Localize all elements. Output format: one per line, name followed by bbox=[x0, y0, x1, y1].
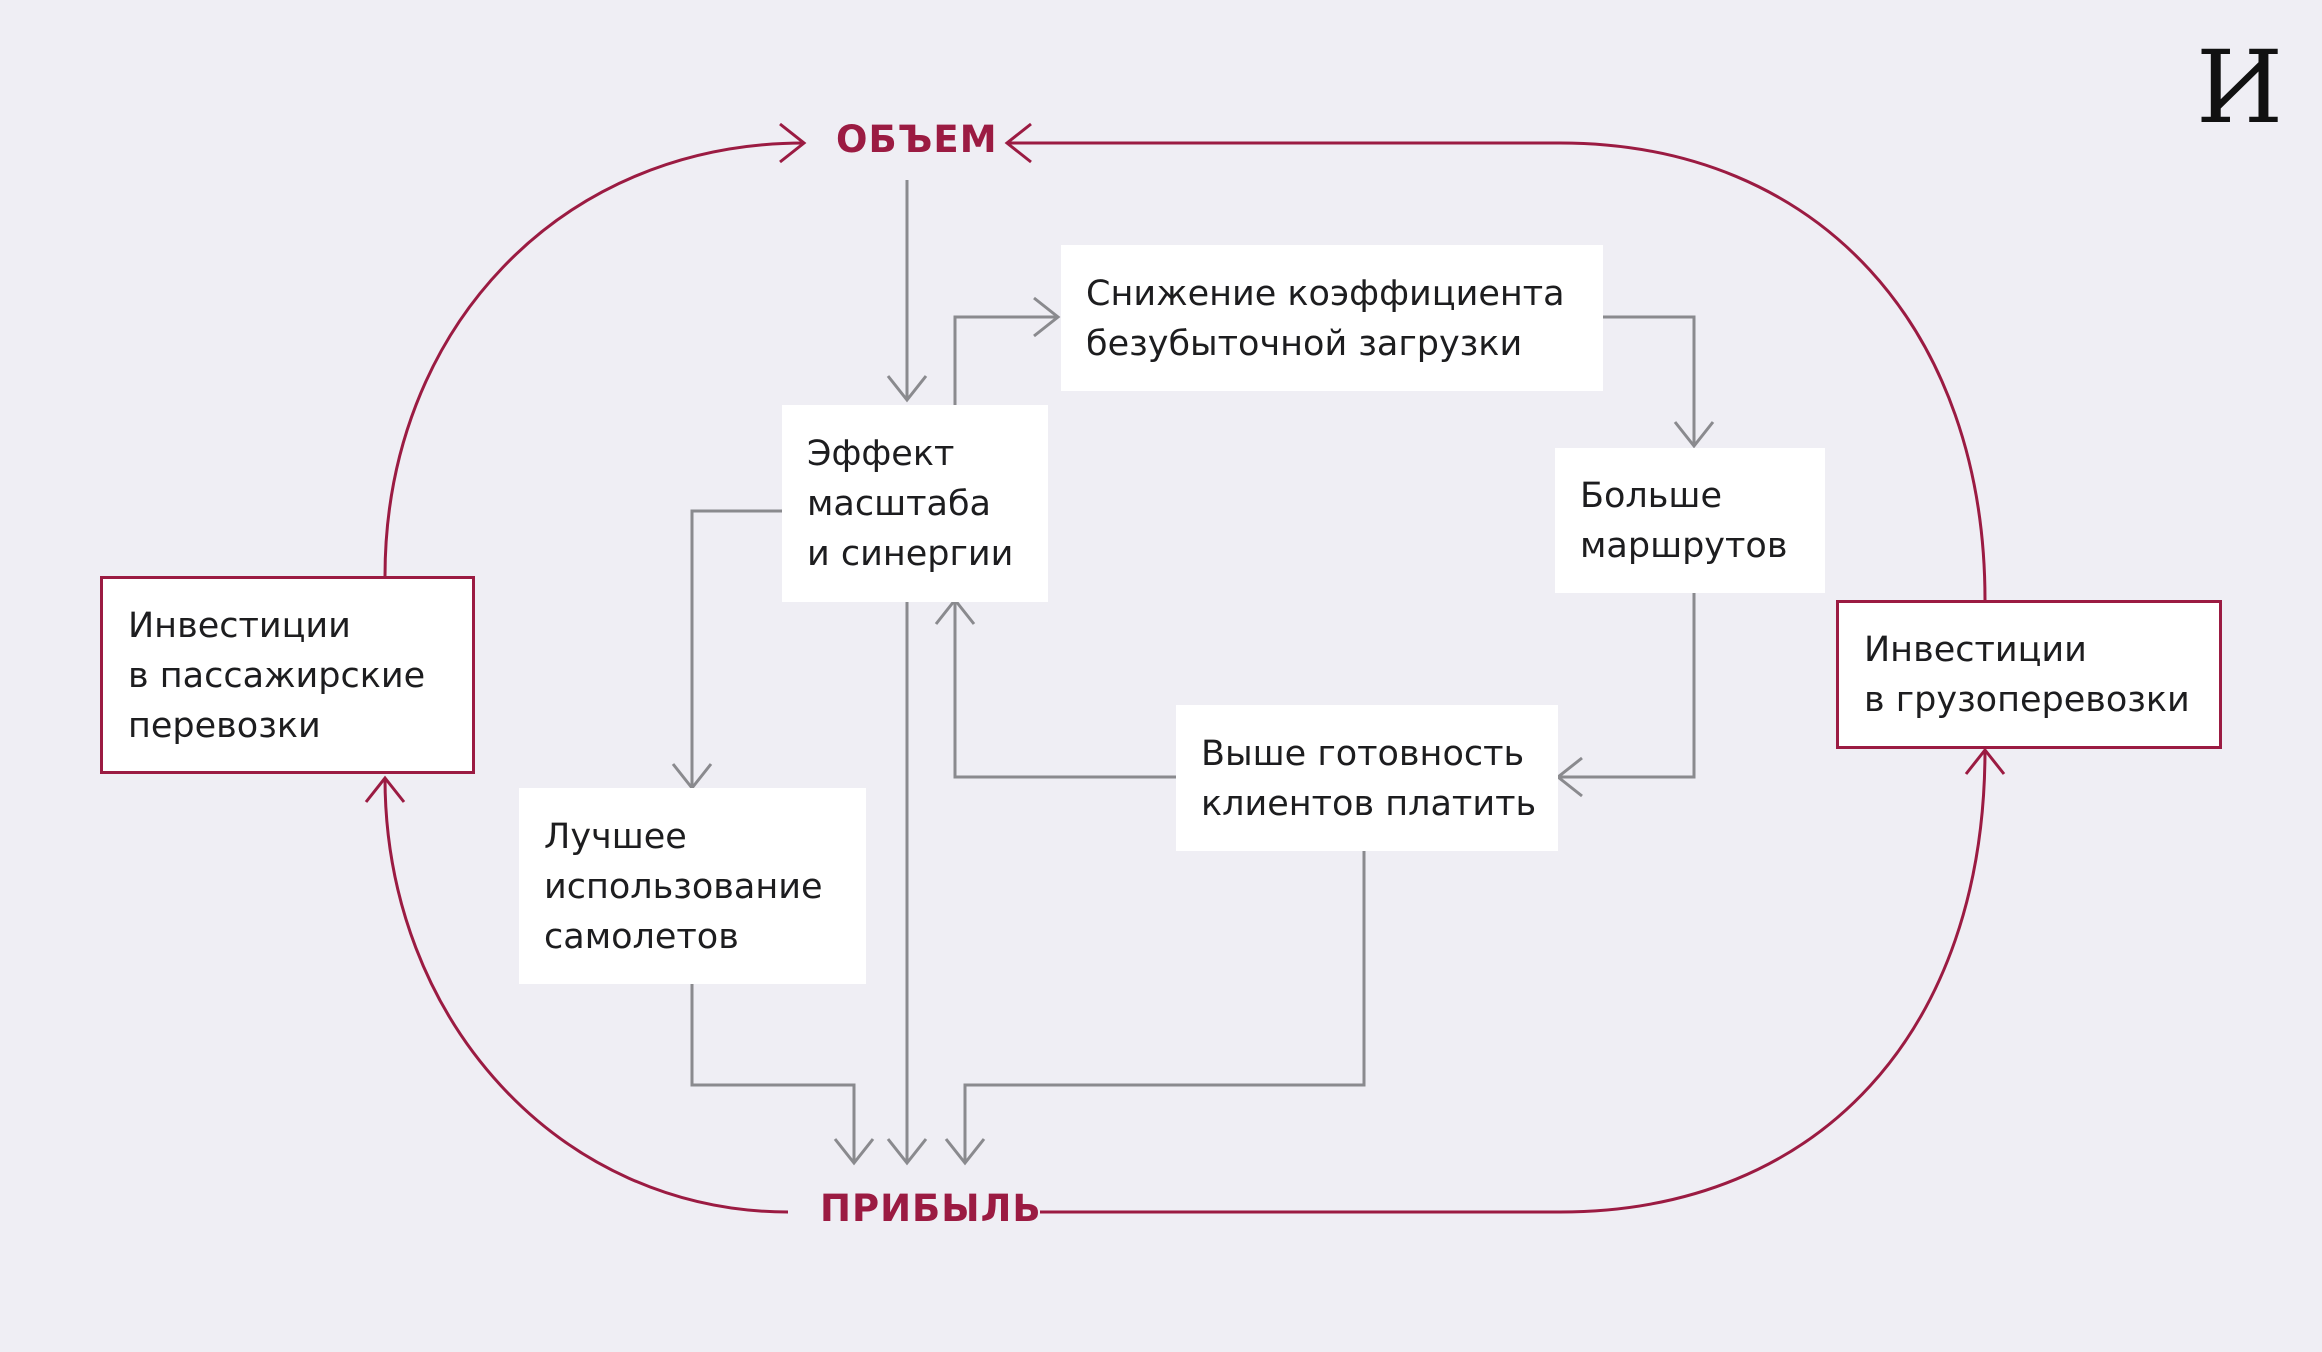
arrowhead bbox=[364, 775, 406, 803]
arrow-aircraft-to-profit bbox=[690, 984, 856, 1163]
arrow-scale-to-aircraft bbox=[690, 509, 782, 788]
arrowhead bbox=[886, 1138, 928, 1166]
arrow-willingness-to-scale bbox=[953, 600, 1176, 779]
node-line: Инвестиции bbox=[128, 605, 351, 646]
node-line: в пассажирские bbox=[128, 655, 426, 696]
arrowhead bbox=[779, 122, 807, 164]
node-line: Снижение коэффициента bbox=[1086, 273, 1565, 314]
arrowhead bbox=[833, 1138, 875, 1166]
node-line: клиентов платить bbox=[1201, 783, 1537, 824]
arrowhead bbox=[1673, 421, 1715, 449]
node-aircraft-use: Лучшее использование самолетов bbox=[519, 788, 866, 984]
node-line: маршрутов bbox=[1580, 526, 1788, 566]
arrowhead bbox=[1555, 756, 1583, 798]
arrow-routes-to-willingness bbox=[1558, 593, 1696, 779]
arrowhead bbox=[944, 1138, 986, 1166]
node-line: Эффект bbox=[807, 434, 955, 474]
node-invest-cargo: Инвестиции в грузоперевозки bbox=[1836, 600, 2222, 749]
node-line: Инвестиции bbox=[1864, 630, 2087, 670]
node-line: Выше готовность bbox=[1201, 733, 1525, 774]
node-willingness: Выше готовность клиентов платить bbox=[1176, 705, 1558, 851]
arrowhead bbox=[886, 375, 928, 403]
node-line: в грузоперевозки bbox=[1864, 680, 2190, 720]
arrow-breakeven-to-routes bbox=[1603, 315, 1696, 446]
brand-logo: И bbox=[2196, 29, 2284, 146]
node-invest-passenger: Инвестиции в пассажирские перевозки bbox=[100, 576, 475, 774]
node-line: использование bbox=[544, 866, 823, 907]
node-line: безубыточной загрузки bbox=[1086, 323, 1523, 364]
arrow-willingness-to-profit bbox=[963, 851, 1366, 1163]
arrowhead bbox=[1033, 296, 1061, 338]
arrow-scale-to-breakeven bbox=[953, 315, 1058, 405]
node-breakeven: Снижение коэффициента безубыточной загру… bbox=[1061, 245, 1603, 391]
loop-passenger-to-volume bbox=[383, 141, 805, 577]
arrowhead bbox=[1964, 747, 2006, 775]
loop-cargo-to-volume bbox=[1007, 141, 1987, 601]
volume-label: ОБЪЕМ bbox=[836, 118, 998, 161]
node-scale-effect: Эффект масштаба и синергии bbox=[782, 405, 1048, 602]
node-line: Больше bbox=[1580, 476, 1722, 516]
node-line: и синергии bbox=[807, 534, 1014, 574]
node-more-routes: Больше маршрутов bbox=[1555, 448, 1825, 593]
node-line: самолетов bbox=[544, 916, 739, 957]
profit-label: ПРИБЫЛЬ bbox=[820, 1187, 1042, 1230]
node-line: перевозки bbox=[128, 705, 321, 746]
node-line: Лучшее bbox=[544, 816, 687, 857]
loop-profit-to-cargo bbox=[1040, 749, 1987, 1214]
node-line: масштаба bbox=[807, 484, 991, 524]
arrowhead bbox=[1004, 122, 1032, 164]
loop-profit-to-passenger bbox=[383, 777, 789, 1214]
